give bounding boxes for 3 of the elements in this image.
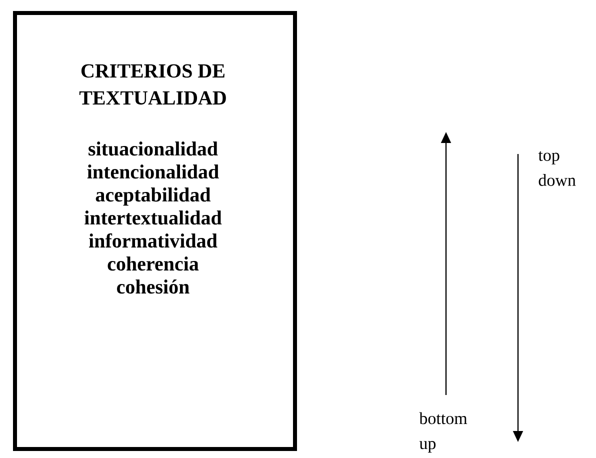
criteria-box: CRITERIOS DE TEXTUALIDAD situacionalidad intencionalidad aceptabilidad intertextualidad informatividad coherencia cohesión xyxy=(13,11,297,451)
direction-label: bottom up xyxy=(419,412,468,453)
direction-label: top down xyxy=(538,151,576,186)
